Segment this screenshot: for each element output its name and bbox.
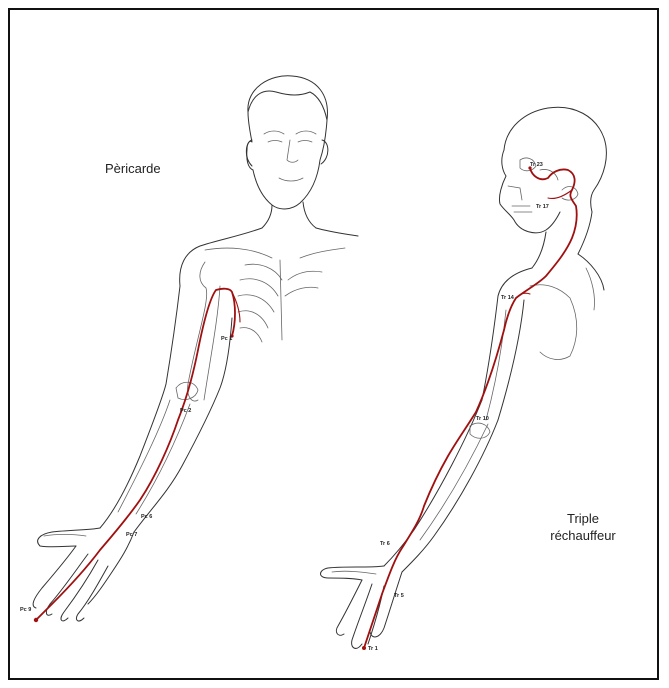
point-label: Pc 9 (20, 607, 31, 613)
point-label: Pc 7 (126, 532, 137, 538)
left-point-labels: Pc 1 Pc 2 Pc 6 Pc 7 Pc 9 (20, 336, 232, 613)
left-figure-title: Pèricarde (105, 160, 161, 177)
point-label: Pc 1 (221, 336, 232, 342)
right-point-labels: Tr 23 Tr 17 Tr 14 Tr 10 Tr 6 Tr 5 Tr 1 (368, 162, 549, 652)
point-label: Tr 1 (368, 646, 378, 652)
point-label: Tr 23 (530, 162, 543, 168)
point-label: Pc 6 (141, 514, 152, 520)
point-label: Tr 17 (536, 204, 549, 210)
right-title-line1: Triple (528, 510, 638, 527)
point-label: Tr 6 (380, 541, 390, 547)
point-label: Pc 2 (180, 408, 191, 414)
point-label: Tr 14 (501, 295, 515, 301)
right-title-line2: réchauffeur (528, 527, 638, 544)
point-label: Tr 10 (476, 416, 489, 422)
right-figure-outline (321, 107, 607, 648)
left-figure-outline (33, 76, 358, 621)
right-figure-title: Triple réchauffeur (528, 510, 638, 544)
left-pericardium-meridian (34, 289, 240, 623)
point-label: Tr 5 (394, 593, 404, 599)
